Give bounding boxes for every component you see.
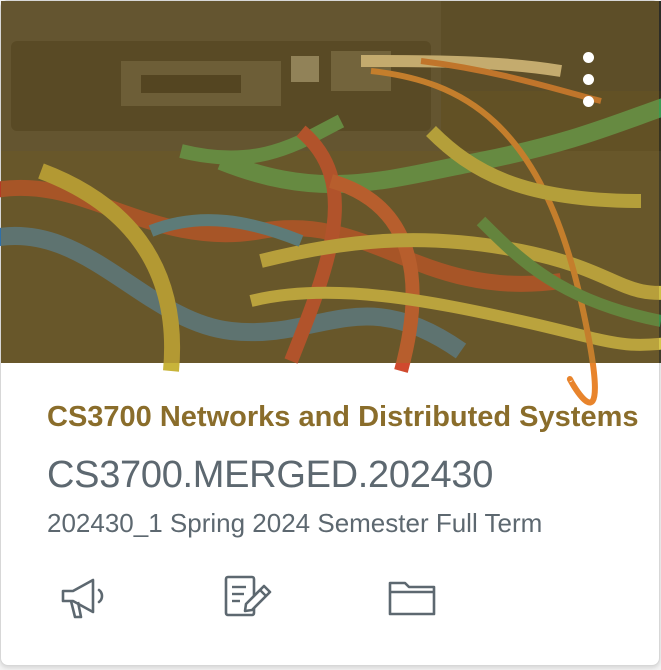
course-code: CS3700.MERGED.202430	[47, 454, 494, 496]
hero-color-overlay	[1, 1, 659, 363]
announcements-megaphone-icon[interactable]	[59, 571, 111, 623]
files-folder-icon[interactable]	[387, 571, 439, 623]
network-cables-photo	[0, 1, 661, 406]
course-hero-image[interactable]	[0, 1, 661, 406]
assignments-edit-icon[interactable]	[222, 571, 274, 623]
course-options-more-vertical-icon[interactable]	[577, 47, 599, 113]
course-title-link[interactable]: CS3700 Networks and Distributed Systems	[47, 401, 639, 433]
course-term: 202430_1 Spring 2024 Semester Full Term	[47, 508, 543, 538]
